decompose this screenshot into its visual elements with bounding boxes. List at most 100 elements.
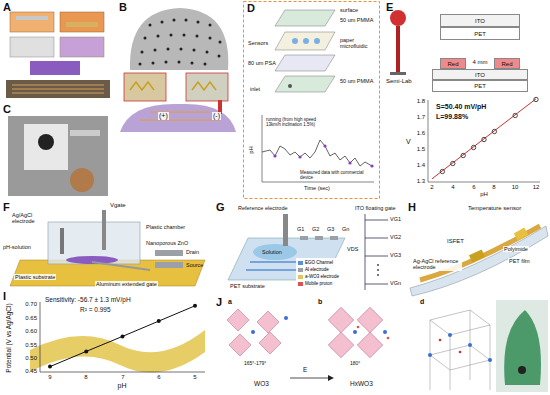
legend-swatch — [298, 261, 303, 265]
annotation-label: Aluminum extended gate — [95, 281, 158, 287]
annotation-label: Solution — [262, 249, 282, 255]
annotation-label: E — [303, 366, 307, 373]
annotation-label: Temperature sensor — [468, 205, 521, 212]
annotation-label: VDS — [347, 246, 358, 252]
legend-row: Mobile proton — [298, 280, 339, 287]
annotation-label: (+) — [158, 112, 169, 120]
annotation-label: a — [228, 298, 232, 306]
tick-label: 1.8 — [417, 98, 425, 105]
tick-label: 1.7 — [417, 114, 425, 121]
tick-label: 0.55 — [25, 342, 37, 349]
panel-letter: F — [3, 201, 10, 214]
annotation-label: 50 um PMMA — [340, 17, 378, 23]
tick-label: 10 — [512, 184, 519, 191]
tick-label: 12 — [533, 184, 540, 191]
layer-name: ITO — [475, 18, 485, 24]
annotation-label: Plastic substrate — [14, 274, 56, 280]
ito-sensor-and-calibration — [390, 10, 540, 182]
annotation-label: R² = 0.995 — [80, 306, 111, 313]
layer-name: PET — [474, 83, 486, 89]
annotation-label: VG1 — [390, 216, 401, 222]
layer-box: Red — [494, 58, 520, 69]
annotation-label: pH-solution — [3, 244, 31, 250]
panel-letter: H — [408, 201, 416, 214]
layer-name: Red — [447, 61, 458, 67]
annotation-label: inlet — [250, 86, 260, 92]
tick-label: 1.5 — [417, 146, 425, 153]
annotation-label: WO3 — [254, 380, 269, 387]
annotation-label: 180° — [350, 361, 360, 367]
legend-row: Al electrode — [298, 266, 339, 273]
legend-swatch — [298, 268, 303, 272]
extended-gate-setup — [10, 210, 205, 286]
legend-swatch — [298, 282, 303, 286]
annotation-label: d — [420, 298, 424, 306]
tick-label: 9 — [48, 374, 51, 381]
annotation-label: S=50.40 mV/pH — [436, 103, 486, 111]
legend-text: Mobile proton — [305, 280, 332, 287]
annotation-label: Time (sec) — [304, 185, 330, 191]
legend-text: EGO Channel — [305, 259, 333, 266]
legend-swatch — [298, 275, 303, 279]
multi-gate-transistor — [228, 214, 388, 290]
tungsten-oxide-structure — [227, 300, 548, 392]
panel-letter: G — [216, 201, 225, 214]
annotation-label: G2 — [312, 226, 319, 232]
annotation-label: Measured data with commercial device — [300, 170, 372, 180]
sensitivity-plot — [30, 302, 205, 373]
tick-label: 0.50 — [25, 355, 37, 362]
panel-letter: B — [119, 1, 127, 14]
flexible-isfet — [410, 226, 548, 296]
annotation-label: (-) — [212, 112, 221, 120]
panel-letter: D — [247, 2, 255, 15]
tick-label: 7 — [121, 374, 124, 381]
tick-label: 6 — [472, 184, 475, 191]
layer-box: PET — [440, 27, 520, 40]
annotation-label: surface — [340, 7, 378, 13]
annotation-label: Nanoporous ZnO — [145, 240, 193, 246]
layer-box: ITO — [440, 14, 520, 27]
fabrication-steps — [6, 12, 110, 98]
annotation-label: Semi-Lab — [386, 78, 412, 85]
microfluidic-sensor — [244, 2, 380, 199]
panel-letter: E — [386, 1, 393, 14]
legend-text: Al electrode — [305, 266, 329, 273]
legend-row: EGO Channel — [298, 259, 339, 266]
layer-box: ITO — [432, 69, 528, 80]
tick-label: 1.4 — [417, 162, 425, 169]
axis-title: Potential (V vs Ag/AgCl) — [5, 303, 12, 372]
annotation-label: Gn — [342, 226, 349, 232]
annotation-label: ITO floating gate — [355, 205, 396, 211]
annotation-label: VGn — [390, 280, 401, 286]
annotation-label: b — [318, 298, 322, 306]
annotation-label: Vgate — [110, 202, 126, 209]
annotation-label: Drain — [186, 249, 199, 255]
tick-label: 8 — [84, 374, 87, 381]
tick-label: 5 — [193, 374, 196, 381]
skin-sensor-photo — [120, 8, 236, 132]
panel-letter: C — [3, 103, 11, 116]
tick-label: 8 — [492, 184, 495, 191]
panel-letter: J — [216, 296, 222, 309]
annotation-label: VG3 — [390, 252, 401, 258]
annotation-label: 50 um PMMA — [340, 78, 378, 84]
layer-name: Red — [501, 61, 512, 67]
tick-label: 0.60 — [25, 328, 37, 335]
layer-box: PET — [432, 80, 528, 92]
annotation-label: G1 — [297, 226, 304, 232]
annotation-label: Plastic chamber — [145, 224, 189, 230]
layer-name: PET — [474, 31, 486, 37]
annotation-label: Sensitivity: -56.7 ± 1.3 mV/pH — [45, 296, 131, 303]
annotation-label: 4 mm — [473, 59, 488, 66]
annotation-label: Ag/AgCl electrode — [12, 212, 52, 225]
annotation-label: pH — [480, 191, 488, 198]
tick-label: 2 — [430, 184, 433, 191]
tick-label: 6 — [157, 374, 160, 381]
annotation-label: paper microfluidic — [340, 37, 378, 50]
legend-text: a-WO3 electrode — [305, 273, 339, 280]
tick-label: 0.65 — [25, 315, 37, 322]
tick-label: 0.70 — [25, 301, 37, 308]
annotation-label: PET substrate — [230, 283, 265, 289]
axis-title: pH — [248, 146, 255, 154]
annotation-label: L=99.88% — [436, 113, 468, 121]
